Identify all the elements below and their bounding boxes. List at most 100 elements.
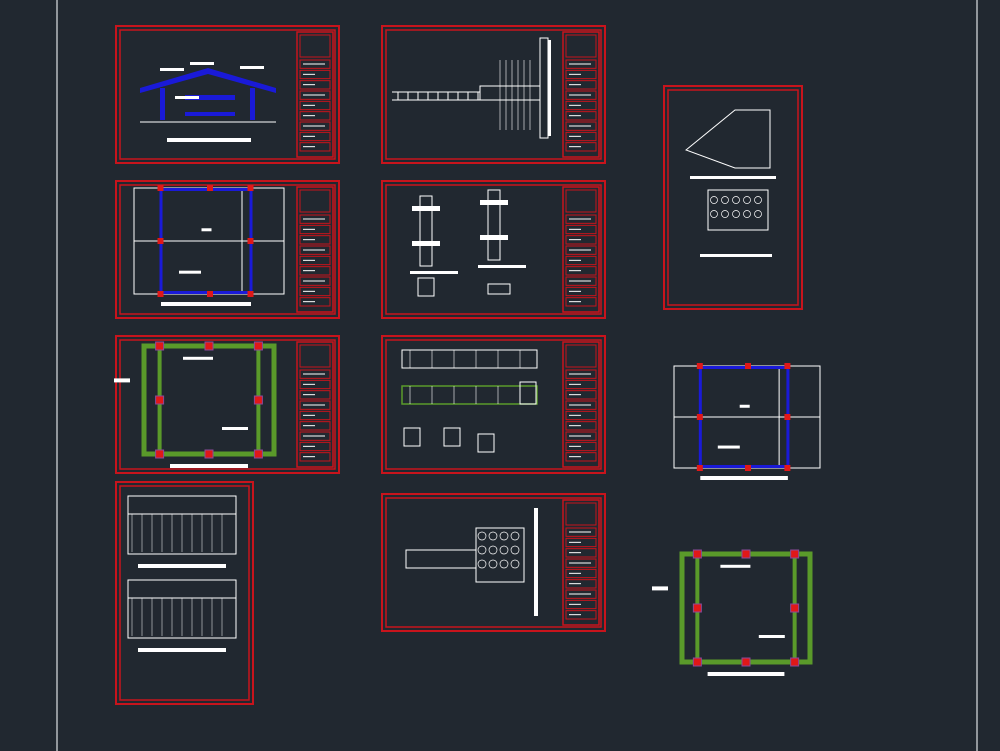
sheet-inner-border xyxy=(385,497,602,628)
sheet-inner-border xyxy=(385,184,602,315)
stone xyxy=(732,196,740,204)
stone xyxy=(743,196,751,204)
sheet-footing-detail[interactable] xyxy=(381,493,606,632)
sheet-outer-border xyxy=(115,335,340,474)
annotation-text xyxy=(190,62,214,65)
column-marker xyxy=(790,603,800,613)
stirrup xyxy=(412,206,440,211)
drawing-title-bar xyxy=(707,672,785,676)
title-block-cell xyxy=(299,214,331,224)
title-block-cell xyxy=(565,276,597,286)
section-detail xyxy=(487,283,511,295)
sheet-inner-border xyxy=(119,29,336,160)
stone xyxy=(499,559,509,569)
stone-fill-detail xyxy=(475,527,525,583)
annotation-text xyxy=(240,66,264,69)
sheet-elevations[interactable] xyxy=(115,481,254,705)
stone xyxy=(732,210,740,218)
title-block-logo-box xyxy=(565,34,597,58)
column-marker xyxy=(784,363,791,369)
loose-wall-plan[interactable] xyxy=(652,549,813,676)
title-block-cell xyxy=(565,369,597,379)
title-block xyxy=(562,341,600,468)
title-block-cell xyxy=(565,390,597,400)
stone xyxy=(477,531,487,541)
sheet-foundation-detail[interactable] xyxy=(381,25,606,164)
title-block-cell xyxy=(299,297,331,307)
stone xyxy=(499,545,509,555)
dimension-line xyxy=(534,508,538,616)
title-block-cell xyxy=(565,579,597,589)
stone xyxy=(743,210,751,218)
title-block-cell xyxy=(565,610,597,620)
sheet-column-details[interactable] xyxy=(381,180,606,319)
annotation-text xyxy=(179,270,201,274)
title-block-cell xyxy=(299,400,331,410)
drawing-title-bar xyxy=(700,476,788,480)
title-block-logo-box xyxy=(565,344,597,368)
stone xyxy=(721,210,729,218)
facade-elevation xyxy=(127,495,237,555)
stone xyxy=(710,210,718,218)
column-detail xyxy=(419,195,433,267)
foundation-section xyxy=(707,189,769,231)
title-block-cell xyxy=(565,379,597,390)
drawing-title-bar xyxy=(478,265,526,268)
annotation-text xyxy=(720,564,751,568)
title-block xyxy=(562,31,600,158)
stone xyxy=(510,531,520,541)
drawing-title-bar xyxy=(138,648,226,652)
column-marker xyxy=(157,291,164,297)
title-block-cell xyxy=(565,421,597,431)
drawing-title-bar xyxy=(138,564,226,568)
sheet-outer-border xyxy=(381,25,606,164)
column-marker xyxy=(157,238,164,244)
facade-elevation xyxy=(127,579,237,639)
column-marker xyxy=(696,465,703,471)
title-block-cell xyxy=(565,431,597,441)
stone xyxy=(499,531,509,541)
stone xyxy=(754,210,762,218)
title-block-cell xyxy=(565,558,597,568)
column-marker xyxy=(784,465,791,471)
title-block-cell xyxy=(299,111,331,121)
loose-beam-plan[interactable] xyxy=(673,363,821,480)
annotation-text xyxy=(183,356,213,360)
column-marker xyxy=(741,549,751,559)
title-block xyxy=(562,186,600,313)
sheet-beam-details[interactable] xyxy=(381,335,606,474)
title-block-logo-box xyxy=(299,344,331,368)
sheet-section-elevation[interactable] xyxy=(115,25,340,164)
title-block-cell xyxy=(299,224,331,235)
title-block xyxy=(296,341,334,468)
annotation-text xyxy=(175,96,199,99)
sheet-outer-border xyxy=(663,85,803,310)
title-block-cell xyxy=(565,80,597,90)
stone xyxy=(510,559,520,569)
sheet-beam-plan[interactable] xyxy=(115,180,340,319)
sheet-wall-plan[interactable] xyxy=(114,335,340,474)
title-block xyxy=(296,31,334,158)
column-marker xyxy=(745,363,751,369)
column-marker xyxy=(207,185,213,191)
column-marker xyxy=(745,465,751,471)
column-marker xyxy=(692,657,702,667)
annotation-text xyxy=(652,586,668,591)
beam xyxy=(698,465,787,468)
title-block-cell xyxy=(299,80,331,90)
section-detail xyxy=(477,433,495,453)
stone xyxy=(477,545,487,555)
title-block-cell xyxy=(565,537,597,548)
sheet-outer-border xyxy=(115,25,340,164)
sheet-retaining-wall[interactable] xyxy=(663,85,803,310)
annotation-text xyxy=(758,635,785,638)
title-block-cell xyxy=(565,452,597,462)
annotation-text xyxy=(739,404,750,408)
title-block-cell xyxy=(299,121,331,131)
column-marker xyxy=(155,341,165,351)
section-detail xyxy=(417,277,435,297)
title-block xyxy=(562,499,600,626)
sheet-outer-border xyxy=(115,180,340,319)
title-block-cell xyxy=(299,235,331,245)
